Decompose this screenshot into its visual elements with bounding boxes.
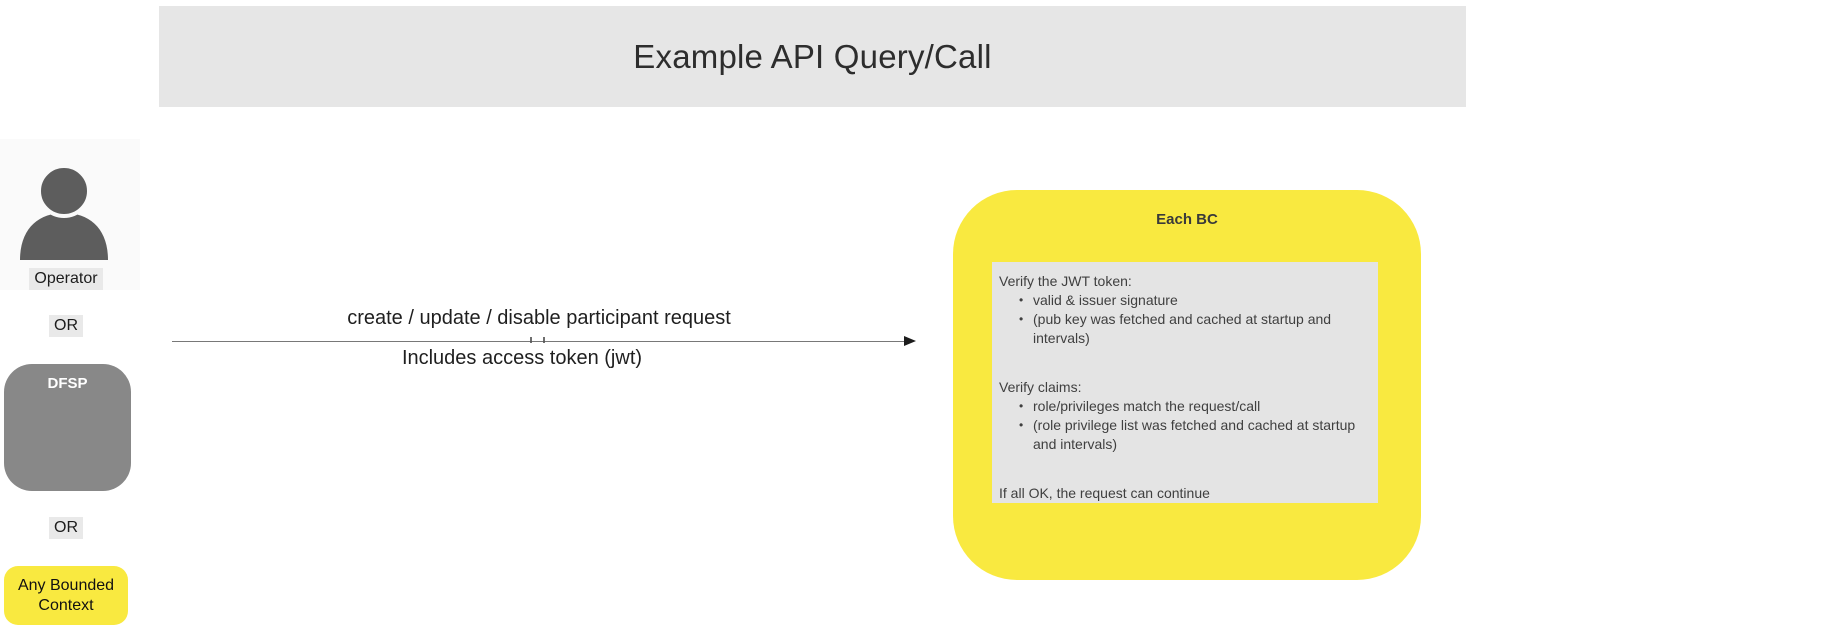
- any-bounded-context-label: Any Bounded Context: [17, 577, 115, 614]
- verify-jwt-bullet: valid & issuer signature: [999, 291, 1370, 310]
- arrow-midpoint-mark: [543, 337, 545, 343]
- request-arrow-sublabel: Includes access token (jwt): [401, 347, 643, 369]
- operator-person-icon: [20, 164, 108, 260]
- diagram-title-bar: Example API Query/Call: [159, 6, 1466, 107]
- arrow-midpoint-mark: [530, 337, 532, 343]
- operator-label-row: Operator: [0, 268, 132, 291]
- verify-claims-bullet: role/privileges match the request/call: [999, 397, 1370, 416]
- verify-claims-bullet-list: role/privileges match the request/call (…: [999, 397, 1370, 454]
- verify-steps-panel: Verify the JWT token: valid & issuer sig…: [992, 262, 1378, 503]
- request-arrow-label: create / update / disable participant re…: [347, 307, 731, 329]
- verify-claims-heading: Verify claims:: [999, 379, 1082, 395]
- request-arrow-line: [172, 341, 906, 342]
- verify-jwt-bullet-list: valid & issuer signature (pub key was fe…: [999, 291, 1370, 348]
- request-arrow-head-icon: [904, 336, 916, 346]
- or-label-bottom: OR: [49, 517, 83, 540]
- verify-claims-bullet: (role privilege list was fetched and cac…: [999, 416, 1370, 454]
- or-label-bottom-row: OR: [0, 517, 132, 540]
- verify-conclusion: If all OK, the request can continue: [999, 485, 1210, 501]
- verify-jwt-bullet: (pub key was fetched and cached at start…: [999, 310, 1370, 348]
- dfsp-label: DFSP: [47, 375, 88, 392]
- diagram-title: Example API Query/Call: [633, 37, 992, 75]
- any-bounded-context-box: Any Bounded Context: [4, 566, 128, 625]
- dfsp-box: DFSP: [4, 364, 131, 491]
- or-label-top: OR: [49, 315, 83, 338]
- or-label-top-row: OR: [0, 315, 132, 338]
- operator-label: Operator: [29, 268, 103, 291]
- each-bc-title: Each BC: [1156, 211, 1218, 228]
- verify-jwt-heading: Verify the JWT token:: [999, 273, 1132, 289]
